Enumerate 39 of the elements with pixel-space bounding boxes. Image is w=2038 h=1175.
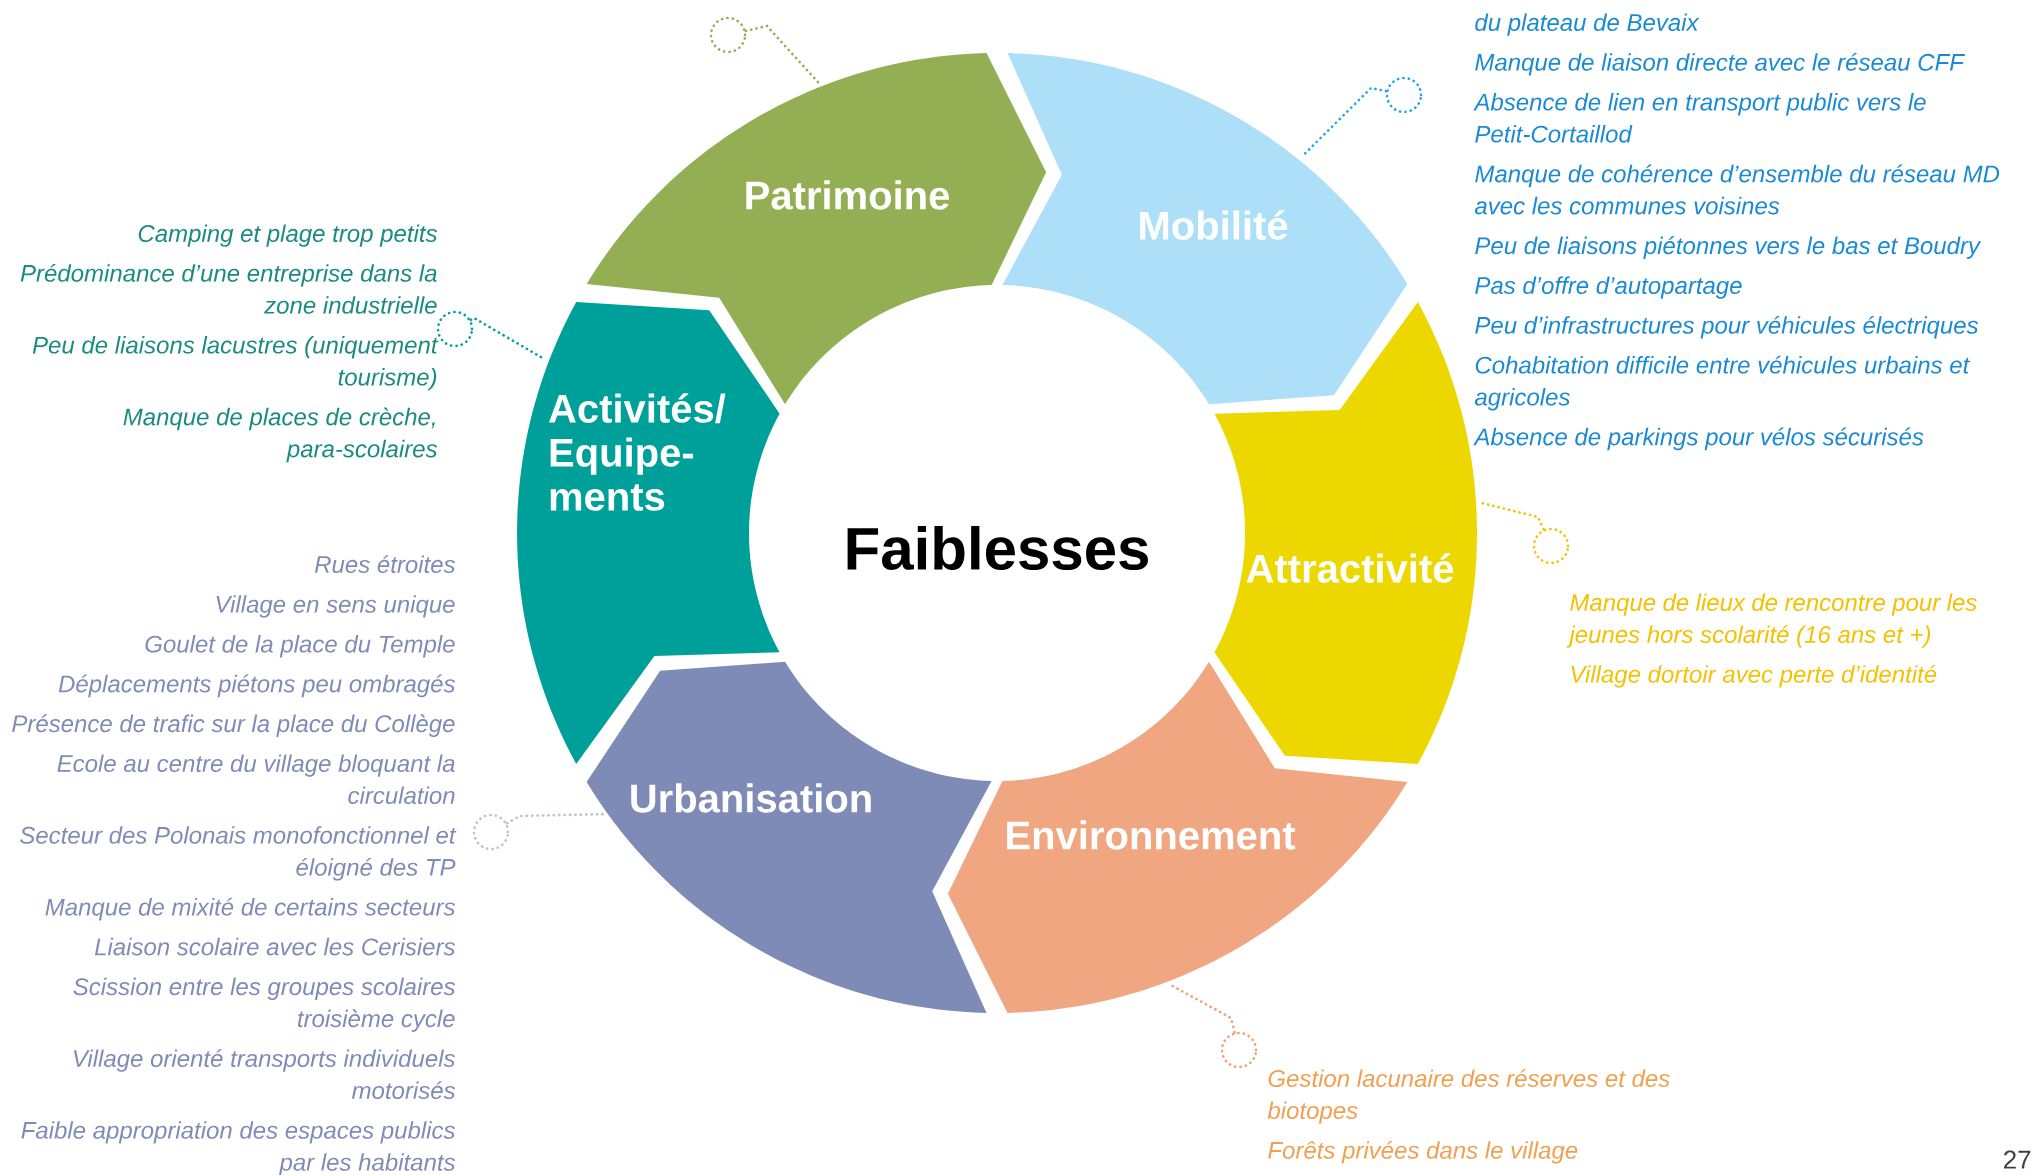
- dotted-circle: [472, 813, 510, 851]
- title: Faiblesses: [847, 525, 1148, 571]
- note-text: Faible appropriation des espaces publics par les habitants: [21, 1121, 456, 1175]
- note-text: Peu de liaisons piétonnes vers le bas et Boudry: [1475, 236, 1982, 259]
- arrow-segment: Urbanisation: [586, 661, 992, 1013]
- note-text: Village dortoir avec perte d’identité: [1571, 664, 1937, 688]
- note-text: Liaison scolaire avec les Cerisiers: [94, 937, 456, 956]
- note-text: Scission entre les groupes scolaires troisième cycle: [73, 977, 456, 1032]
- arrow-segment: Environnement: [947, 661, 1408, 1013]
- note-text: Cohabitation difficile entre véhicules urbains et agricoles: [1474, 355, 1971, 411]
- note-text: Rues étroites: [314, 555, 456, 573]
- note-text: Manque de places de crèche, para-scolaires: [123, 407, 438, 463]
- note-text: Manque de cohérence d’ensemble du réseau MD avec les communes voisines: [1474, 164, 2000, 215]
- arrow-segment: Mobilité: [1002, 53, 1408, 405]
- leader-line: [1169, 983, 1236, 1034]
- arrow-segment: Activités/ Equipe-ments: [517, 302, 780, 764]
- note-text: Secteur des Polonais monofonctionnel et éloigné des TP: [20, 826, 457, 881]
- note-text: Pas d’offre d’autopartage: [1475, 276, 1742, 299]
- note-text: Village orienté transports individuels motorisés: [73, 1049, 456, 1099]
- note-text: Camping et plage trop petits: [138, 224, 438, 247]
- page-number: 27: [2004, 1150, 2031, 1169]
- note-text: Peu de liaisons lacustres (uniquement tourisme): [32, 336, 439, 391]
- note-text: Déplacements piétons peu ombragés: [58, 674, 456, 698]
- note-text: Manque de liaison directe avec le réseau CFF: [1475, 52, 1965, 76]
- dotted-circle: [1220, 1031, 1258, 1069]
- note-text: Village en sens unique: [216, 595, 455, 618]
- note-text: Peu d’infrastructures pour véhicules électriques: [1475, 315, 1979, 339]
- leader-line: [505, 812, 605, 825]
- note-text: Présence de trafic sur la place du Collège: [12, 714, 455, 737]
- note-text: Forêts privées dans le village: [1268, 1140, 1578, 1164]
- dotted-circle: [1385, 76, 1423, 114]
- dotted-circle: [1532, 527, 1570, 565]
- note-text: Goulet de la place du Temple: [145, 635, 455, 658]
- note-text: Manque de mixité de certains secteurs: [45, 897, 456, 921]
- dotted-circle: [709, 16, 747, 54]
- leader-line: [744, 24, 821, 85]
- leader-line: [1478, 501, 1545, 531]
- note-text: du plateau de Bevaix: [1475, 13, 1700, 36]
- note-text: Absence de lien en transport public vers le Petit-Cortaillod: [1473, 93, 1926, 143]
